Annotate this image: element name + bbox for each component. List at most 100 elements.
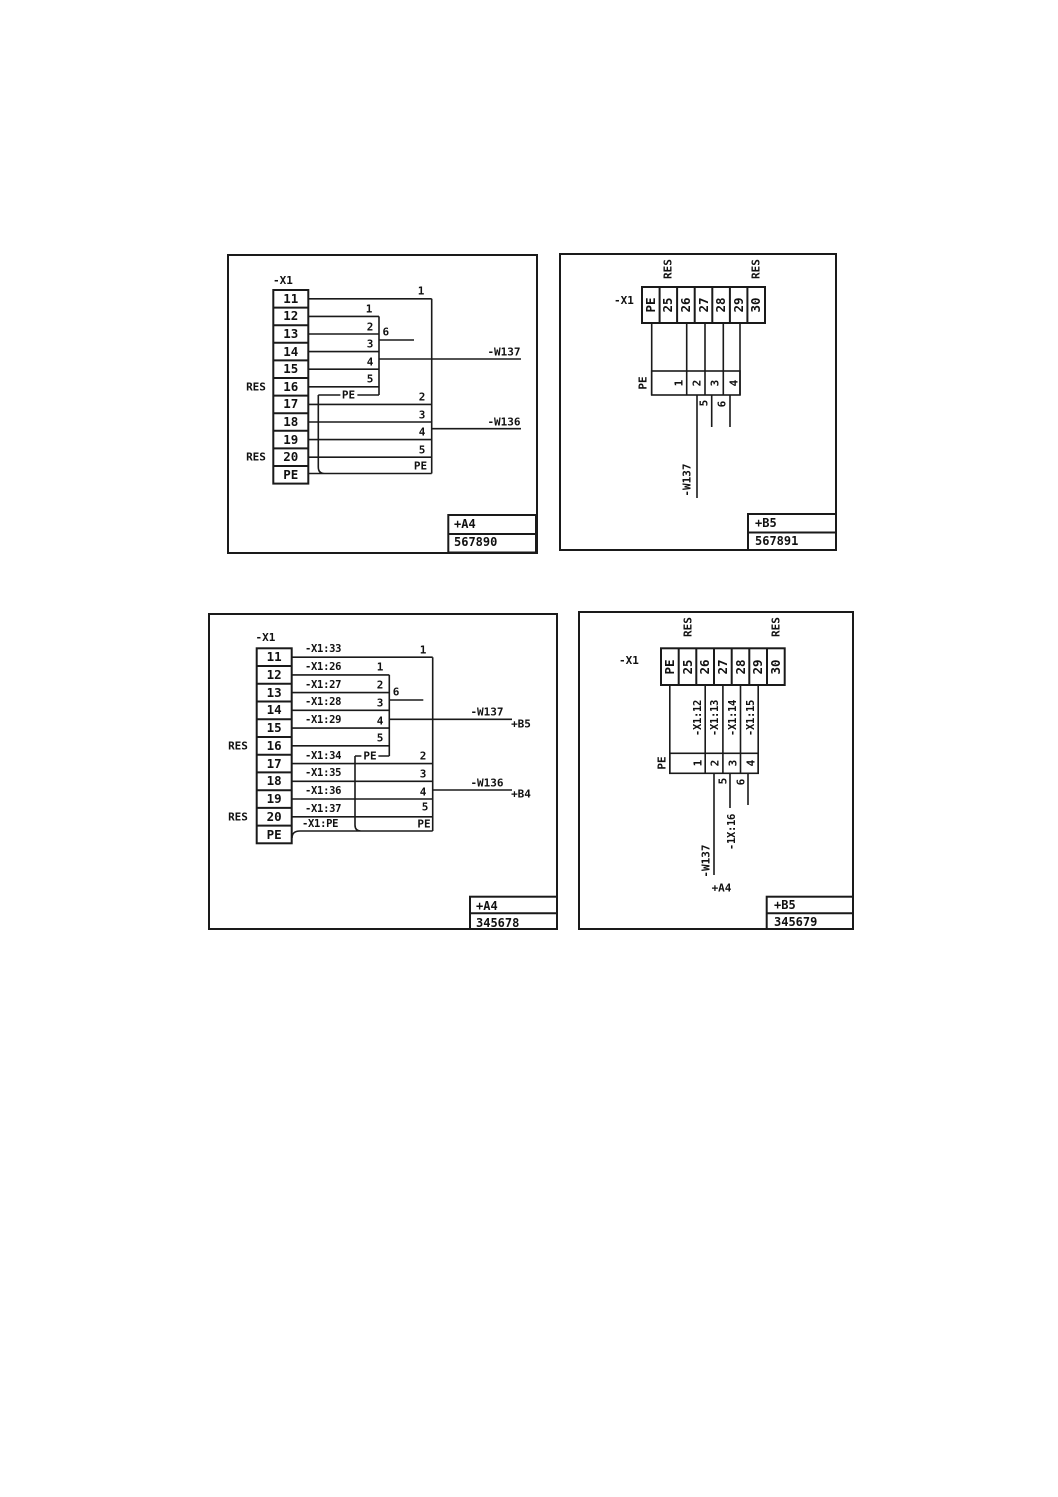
- terminal-pin: 14: [266, 702, 282, 718]
- terminal-pin: 17: [266, 755, 282, 771]
- terminal-pin: 25: [679, 659, 695, 675]
- panel-border: [559, 253, 837, 551]
- spare-core-number: 6: [392, 685, 400, 699]
- destination-label: +A4: [711, 881, 732, 895]
- terminal-pin: 17: [283, 396, 299, 412]
- pe-core-label: PE: [417, 817, 431, 830]
- cable-label-w136: -W136: [470, 776, 504, 790]
- res-label: RES: [769, 617, 783, 637]
- spare-core-number: 6: [715, 400, 729, 408]
- core-number: 4: [419, 785, 427, 798]
- terminal-pin: 30: [747, 297, 763, 313]
- panel-b5-567891: -X1 PE 25 26 27 28 29 30 RES RES PE 1 2 …: [559, 253, 837, 551]
- wire-lines: [650, 323, 741, 498]
- terminal-pin: 29: [749, 659, 765, 675]
- core-number: 4: [744, 759, 757, 767]
- location-label: +B5: [755, 516, 777, 530]
- wire-lines: [308, 298, 521, 475]
- core-number: 3: [376, 696, 384, 710]
- core-number: 5: [418, 443, 426, 457]
- terminal-pin: 15: [266, 719, 282, 735]
- core-number: 1: [672, 379, 686, 387]
- terminal-pin: 29: [730, 297, 746, 313]
- spare-core-number: 6: [382, 325, 390, 339]
- destination-label: +B5: [511, 717, 531, 730]
- core-number: 3: [418, 408, 426, 421]
- res-label: RES: [246, 380, 266, 394]
- terminal-pin: 13: [266, 684, 282, 700]
- terminal-pin: 20: [283, 448, 299, 464]
- res-label: RES: [228, 739, 248, 753]
- location-label: +A4: [454, 517, 476, 531]
- terminal-pin: 20: [266, 808, 282, 824]
- res-label: RES: [228, 810, 248, 824]
- wire-designation: -X1:28: [305, 696, 342, 709]
- terminal-pin: 12: [283, 308, 299, 324]
- drawing-number: 567891: [755, 534, 799, 548]
- spare-core-number: 6: [734, 778, 747, 786]
- wiring-diagram-c: [208, 613, 558, 930]
- cable-label-w137: -W137: [699, 844, 712, 878]
- core-number: 2: [418, 390, 426, 404]
- wiring-diagram-d: [578, 611, 854, 930]
- wire-designation: -X1:12: [691, 699, 704, 737]
- spare-destination-label: -1X:16: [725, 813, 738, 851]
- core-number: 4: [727, 379, 741, 387]
- pe-core-label: PE: [361, 749, 379, 763]
- spare-core-number: 5: [716, 777, 729, 785]
- wire-designation: -X1:26: [305, 660, 342, 673]
- panel-b5-345679: -X1 PE 25 26 27 28 29 30 RES RES -X1:12 …: [578, 611, 854, 930]
- core-number: 5: [376, 731, 384, 745]
- terminal-pin: PE: [266, 826, 282, 842]
- cable-bus-frame: [650, 370, 741, 396]
- terminal-pin: 27: [695, 297, 711, 313]
- wiring-diagram-b: [559, 253, 837, 551]
- location-label: +A4: [476, 898, 498, 913]
- pe-core-label: PE: [636, 376, 650, 390]
- terminal-row-dividers: [273, 306, 309, 467]
- terminal-pin: 12: [266, 666, 282, 682]
- res-label: RES: [749, 259, 763, 279]
- core-number: 1: [691, 759, 704, 767]
- pe-core-label: PE: [339, 388, 358, 402]
- terminal-pin: 25: [660, 297, 676, 313]
- terminal-pin: PE: [642, 297, 658, 313]
- wire-designation: -X1:34: [305, 749, 342, 762]
- wire-designation: -X1:15: [744, 699, 757, 737]
- terminal-pin: 18: [283, 413, 299, 429]
- terminal-block-frame: [272, 289, 310, 485]
- core-number: 5: [366, 372, 374, 386]
- terminal-pin: 19: [283, 431, 299, 447]
- res-label: RES: [246, 450, 266, 464]
- terminal-pin: 26: [696, 659, 712, 675]
- cable-label-w137: -W137: [470, 705, 504, 719]
- core-number: 4: [376, 714, 384, 727]
- drawing-number: 345678: [476, 915, 520, 930]
- terminal-label: -X1: [614, 294, 634, 307]
- terminal-label: -X1: [273, 274, 293, 287]
- terminal-pin: 30: [767, 659, 783, 675]
- drawing-number: 345679: [774, 915, 818, 929]
- core-number: 3: [726, 759, 740, 767]
- terminal-pin: 11: [283, 290, 299, 306]
- terminal-pin: 11: [266, 648, 282, 664]
- panel-border: [578, 611, 854, 930]
- cable-bus-frame: [669, 752, 760, 775]
- core-number: 1: [417, 284, 425, 297]
- panel-a4-567890: -X1 11 12 13 14 15 16 17 18 19 20 PE RES…: [227, 254, 538, 554]
- terminal-pin: PE: [283, 466, 299, 482]
- terminal-pin: 14: [283, 343, 299, 359]
- core-number: 2: [419, 749, 427, 763]
- cable-label-w137: -W137: [680, 463, 694, 497]
- wire-designation: -X1:29: [305, 714, 342, 726]
- core-number: 3: [366, 337, 374, 351]
- terminal-pin: PE: [661, 659, 677, 675]
- wiring-diagram-a: [227, 254, 538, 554]
- drawing-number: 567890: [454, 535, 498, 549]
- destination-label: +B4: [511, 787, 531, 801]
- core-number: 4: [366, 355, 374, 369]
- core-number: 1: [376, 660, 384, 674]
- terminal-label: -X1: [255, 631, 276, 644]
- core-number: 2: [376, 678, 384, 692]
- core-number: 2: [690, 379, 704, 387]
